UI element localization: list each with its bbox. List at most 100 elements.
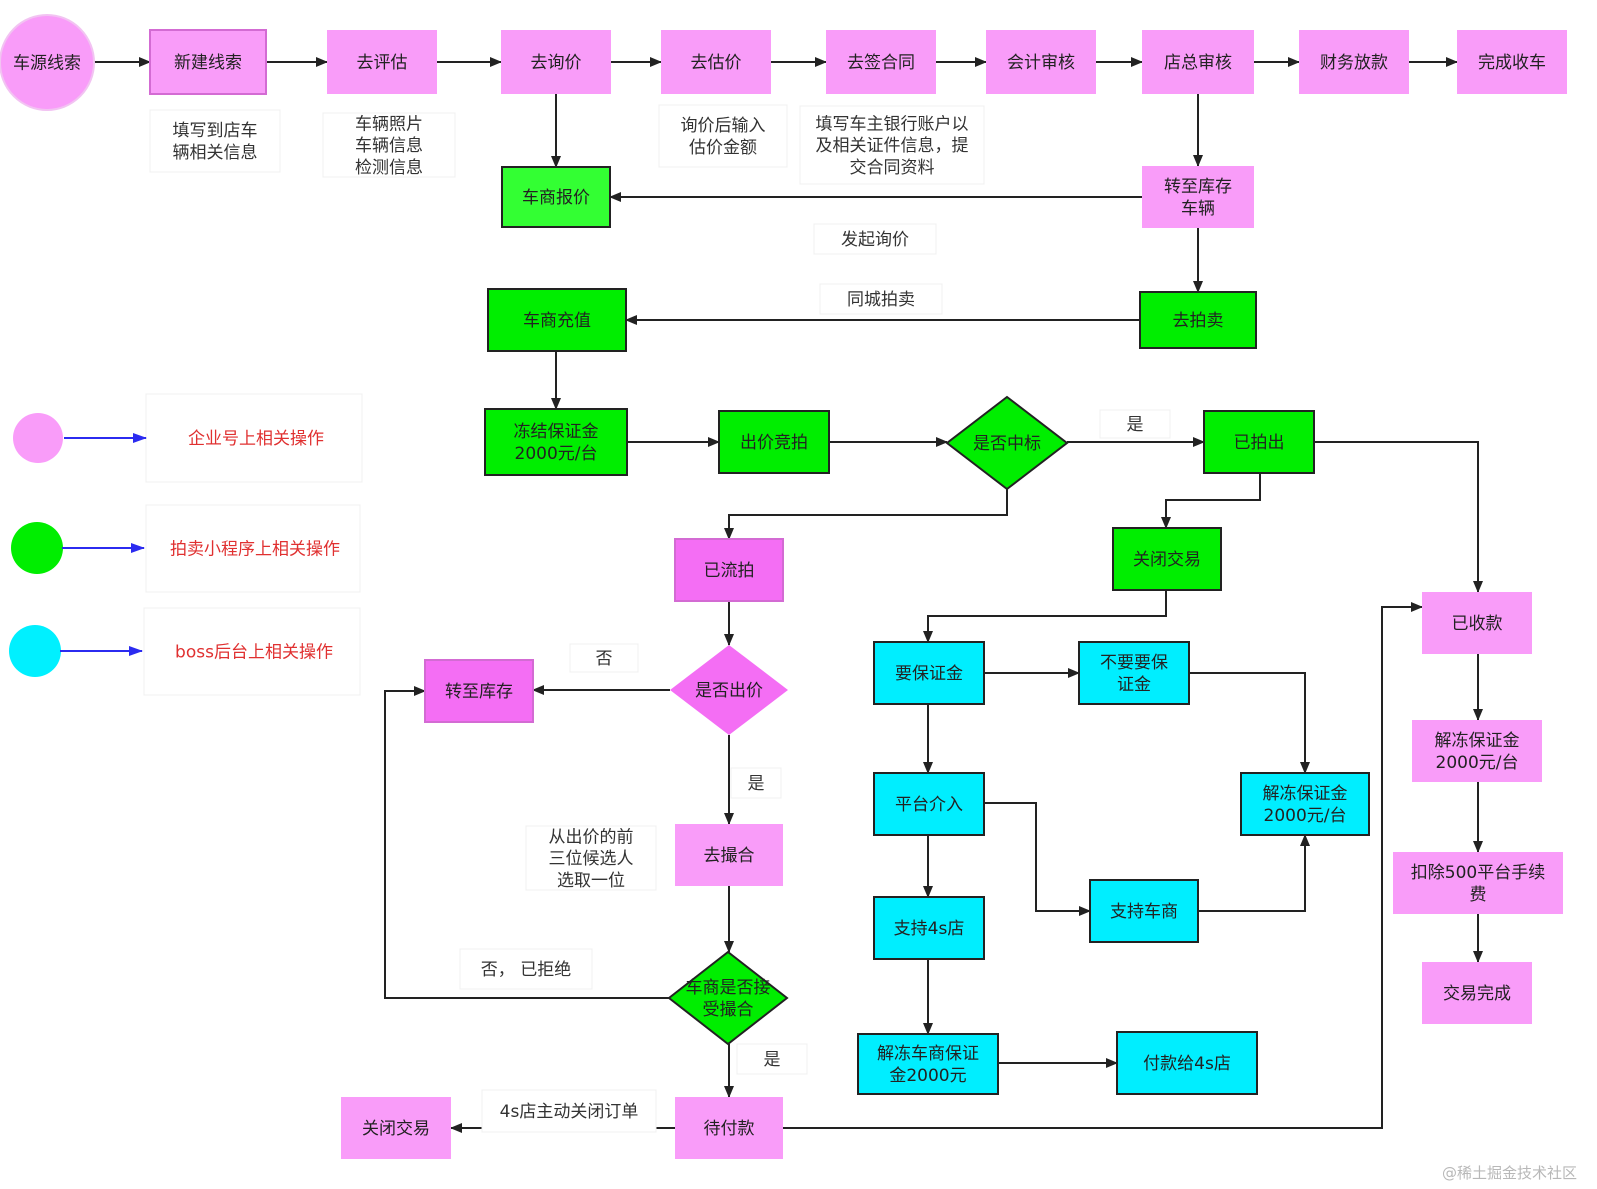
n-to-match-shape[interactable] bbox=[675, 824, 783, 886]
n-platform-intervene-shape[interactable] bbox=[873, 772, 985, 836]
n-deal-complete-label: 交易完成 bbox=[1443, 984, 1511, 1004]
n-platform-intervene[interactable]: 平台介入 bbox=[873, 772, 985, 836]
n-any-bid-label: 是否出价 bbox=[695, 681, 763, 701]
n-dealer-quote[interactable]: 车商报价 bbox=[501, 166, 611, 228]
n-sold-shape[interactable] bbox=[1203, 410, 1315, 474]
connectors bbox=[94, 57, 1483, 1133]
n-to-auction[interactable]: 去拍卖 bbox=[1139, 291, 1257, 349]
n-no-deposit[interactable]: 不要要保证金 bbox=[1078, 641, 1190, 705]
n-dealer-recharge-shape[interactable] bbox=[487, 288, 627, 352]
n-to-inquire-shape[interactable] bbox=[501, 30, 611, 94]
n-is-winning-shape[interactable] bbox=[945, 395, 1069, 491]
note-yes-winning-bg bbox=[1099, 409, 1171, 439]
n-source-lead-label: 车源线索 bbox=[13, 54, 81, 74]
n-to-auction-shape[interactable] bbox=[1139, 291, 1257, 349]
n-is-winning[interactable]: 是否中标 bbox=[945, 395, 1069, 491]
n-to-evaluate[interactable]: 去评估 bbox=[327, 30, 437, 94]
connector-29 bbox=[783, 602, 1423, 1129]
n-received-shape[interactable] bbox=[1422, 592, 1532, 654]
n-manager-review[interactable]: 店总审核 bbox=[1142, 30, 1254, 94]
n-manager-review-shape[interactable] bbox=[1142, 30, 1254, 94]
n-unfreeze-deposit-pink-shape[interactable] bbox=[1412, 720, 1542, 782]
n-to-estimate-shape[interactable] bbox=[661, 30, 771, 94]
n-unfreeze-dealer-deposit-shape[interactable] bbox=[857, 1033, 999, 1095]
note-top3-bg bbox=[525, 825, 657, 891]
note-start-inquiry-text: 发起询价 bbox=[841, 230, 909, 250]
n-to-evaluate-shape[interactable] bbox=[327, 30, 437, 94]
n-complete-purchase-shape[interactable] bbox=[1457, 30, 1567, 94]
n-accounting-review-shape[interactable] bbox=[986, 30, 1096, 94]
n-freeze-deposit-shape[interactable] bbox=[484, 408, 628, 476]
n-pending-payment-shape[interactable] bbox=[675, 1097, 783, 1159]
n-bid[interactable]: 出价竞拍 bbox=[718, 410, 830, 474]
n-received[interactable]: 已收款 bbox=[1422, 592, 1532, 654]
n-deal-complete[interactable]: 交易完成 bbox=[1422, 962, 1532, 1024]
n-support-4s[interactable]: 支持4s店 bbox=[873, 896, 985, 960]
n-finance-loan[interactable]: 财务放款 bbox=[1299, 30, 1409, 94]
legend-swatch-icon bbox=[13, 413, 63, 463]
n-unfreeze-deposit-cyan-shape[interactable] bbox=[1240, 772, 1370, 836]
n-close-deal-pink[interactable]: 关闭交易 bbox=[341, 1097, 451, 1159]
n-pay-4s[interactable]: 付款给4s店 bbox=[1116, 1031, 1258, 1095]
n-no-deposit-shape[interactable] bbox=[1078, 641, 1190, 705]
n-complete-purchase[interactable]: 完成收车 bbox=[1457, 30, 1567, 94]
n-finance-loan-label: 财务放款 bbox=[1320, 53, 1388, 73]
n-sold[interactable]: 已拍出 bbox=[1203, 410, 1315, 474]
n-to-estimate[interactable]: 去估价 bbox=[661, 30, 771, 94]
n-support-4s-shape[interactable] bbox=[873, 896, 985, 960]
n-need-deposit-shape[interactable] bbox=[873, 641, 985, 705]
n-pending-payment-label: 待付款 bbox=[704, 1119, 755, 1139]
n-dealer-quote-shape[interactable] bbox=[501, 166, 611, 228]
n-deduct-fee-shape[interactable] bbox=[1393, 852, 1563, 914]
note-yes-accept: 是 bbox=[736, 1043, 808, 1075]
n-to-inventory-left-shape[interactable] bbox=[424, 659, 534, 723]
n-dealer-accept-shape[interactable] bbox=[667, 950, 789, 1046]
n-dealer-recharge[interactable]: 车商充值 bbox=[487, 288, 627, 352]
legend-swatch-icon bbox=[11, 522, 63, 574]
n-accounting-review[interactable]: 会计审核 bbox=[986, 30, 1096, 94]
legend-box bbox=[145, 393, 363, 483]
n-deduct-fee[interactable]: 扣除500平台手续费 bbox=[1393, 852, 1563, 914]
n-new-lead-shape[interactable] bbox=[149, 29, 267, 95]
n-to-sign-label: 去签合同 bbox=[847, 53, 915, 73]
n-source-lead-shape[interactable] bbox=[0, 14, 95, 111]
n-to-sign-shape[interactable] bbox=[826, 30, 936, 94]
n-dealer-accept[interactable]: 车商是否接受撮合 bbox=[667, 950, 789, 1046]
n-close-deal-green[interactable]: 关闭交易 bbox=[1112, 527, 1222, 591]
n-source-lead[interactable]: 车源线索 bbox=[0, 14, 95, 111]
n-unsold[interactable]: 已流拍 bbox=[674, 538, 784, 602]
n-unfreeze-dealer-deposit-label: 解冻车商保证金2000元 bbox=[877, 1044, 979, 1086]
n-unfreeze-dealer-deposit[interactable]: 解冻车商保证金2000元 bbox=[857, 1033, 999, 1095]
watermark: @稀土掘金技术社区 bbox=[1441, 1164, 1577, 1182]
n-new-lead-label: 新建线索 bbox=[174, 53, 242, 73]
n-finance-loan-shape[interactable] bbox=[1299, 30, 1409, 94]
n-complete-purchase-label: 完成收车 bbox=[1478, 53, 1546, 73]
n-any-bid[interactable]: 是否出价 bbox=[670, 645, 788, 735]
n-deal-complete-shape[interactable] bbox=[1422, 962, 1532, 1024]
n-unsold-shape[interactable] bbox=[674, 538, 784, 602]
n-any-bid-shape[interactable] bbox=[670, 645, 788, 735]
n-support-dealer[interactable]: 支持车商 bbox=[1089, 879, 1199, 943]
n-close-deal-pink-shape[interactable] bbox=[341, 1097, 451, 1159]
n-to-inventory-left[interactable]: 转至库存 bbox=[424, 659, 534, 723]
n-bid-shape[interactable] bbox=[718, 410, 830, 474]
n-support-dealer-shape[interactable] bbox=[1089, 879, 1199, 943]
n-to-sign[interactable]: 去签合同 bbox=[826, 30, 936, 94]
n-need-deposit[interactable]: 要保证金 bbox=[873, 641, 985, 705]
note-evaluate-bg bbox=[322, 112, 456, 178]
n-new-lead[interactable]: 新建线索 bbox=[149, 29, 267, 95]
n-pay-4s-shape[interactable] bbox=[1116, 1031, 1258, 1095]
n-to-inventory-top[interactable]: 转至库存车辆 bbox=[1142, 166, 1254, 228]
n-bid-label: 出价竞拍 bbox=[740, 433, 808, 453]
n-to-inventory-top-shape[interactable] bbox=[1142, 166, 1254, 228]
n-close-deal-green-shape[interactable] bbox=[1112, 527, 1222, 591]
n-no-deposit-label: 不要要保证金 bbox=[1100, 653, 1168, 695]
n-pending-payment[interactable]: 待付款 bbox=[675, 1097, 783, 1159]
n-to-match[interactable]: 去撮合 bbox=[675, 824, 783, 886]
n-to-inquire[interactable]: 去询价 bbox=[501, 30, 611, 94]
